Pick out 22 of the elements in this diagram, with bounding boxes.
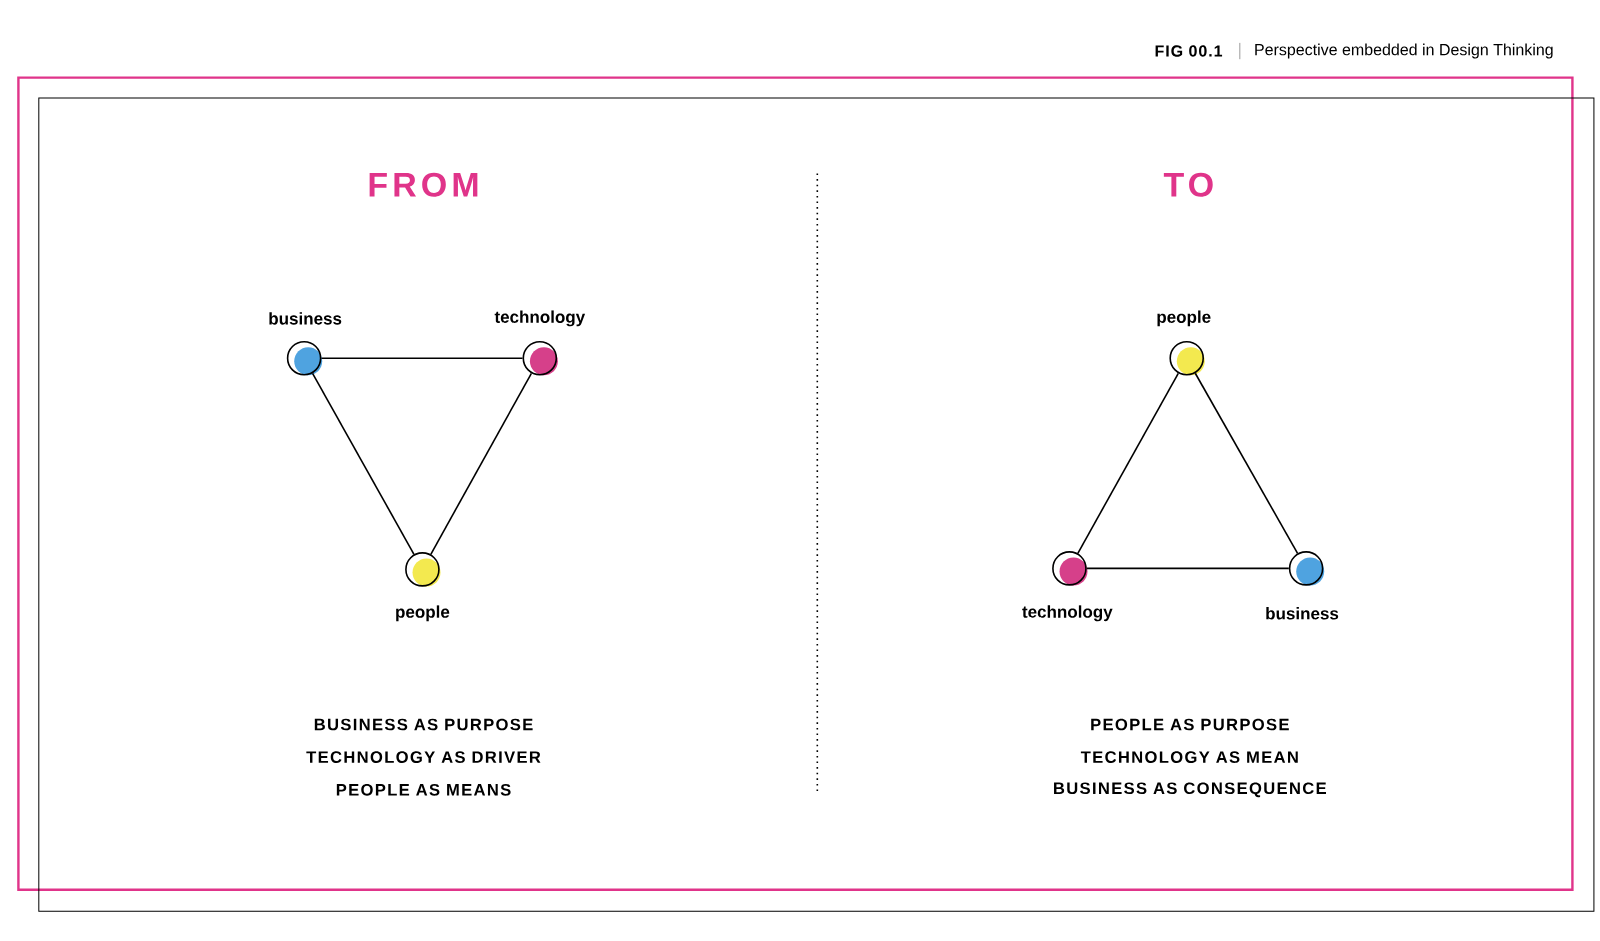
statement-text: BUSINESS AS PURPOSE	[314, 718, 533, 731]
connector-line	[430, 372, 533, 556]
statement-text: BUSINESS AS CONSEQUENCE	[1054, 782, 1326, 798]
connector-line	[320, 357, 524, 359]
connector-line	[1194, 372, 1299, 555]
statement-text: TECHNOLOGY AS MEAN	[1080, 751, 1298, 763]
node-label: technology	[494, 310, 586, 327]
node-label: people	[1157, 310, 1211, 327]
connector-line	[1077, 372, 1180, 555]
statement-text: TECHNOLOGY AS DRIVER	[306, 751, 541, 763]
figure-title: Perspective embedded in Design Thinking	[1255, 43, 1553, 59]
column-heading: FROM	[369, 172, 478, 197]
statement-text: PEOPLE AS MEANS	[336, 783, 511, 796]
node-label: business	[1266, 607, 1339, 620]
connector-line	[1085, 567, 1290, 570]
column-heading: TO	[1163, 172, 1213, 197]
node-label: technology	[1022, 605, 1113, 622]
connector-line	[311, 372, 415, 556]
statement-text: PEOPLE AS PURPOSE	[1091, 718, 1289, 731]
node-label: business	[269, 312, 342, 325]
node-label: people	[396, 605, 450, 622]
figure-number: FIG 00.1	[1155, 45, 1223, 57]
